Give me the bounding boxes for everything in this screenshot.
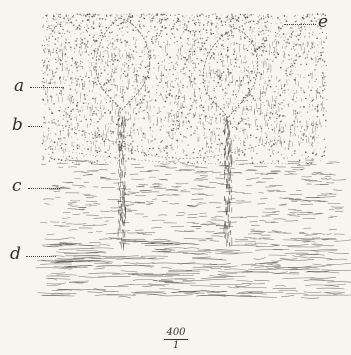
- leader-a: [30, 87, 64, 88]
- layer-b-boundary: [48, 148, 315, 164]
- label-a: a: [14, 78, 24, 95]
- magnification-numerator: 400: [160, 328, 192, 339]
- stipple-texture: [41, 13, 327, 165]
- label-d: d: [10, 246, 21, 263]
- magnification-denominator: 1: [160, 340, 192, 351]
- magnification-fraction: 400 1: [160, 328, 192, 351]
- leader-b: [28, 126, 42, 127]
- leader-e: [284, 24, 316, 25]
- label-c: c: [12, 178, 22, 195]
- layer-b-arc: [48, 122, 275, 158]
- label-b: b: [12, 117, 23, 134]
- label-e: e: [318, 14, 328, 31]
- leader-c: [28, 188, 60, 189]
- leader-d: [26, 256, 56, 257]
- fiber-strokes: [36, 160, 351, 298]
